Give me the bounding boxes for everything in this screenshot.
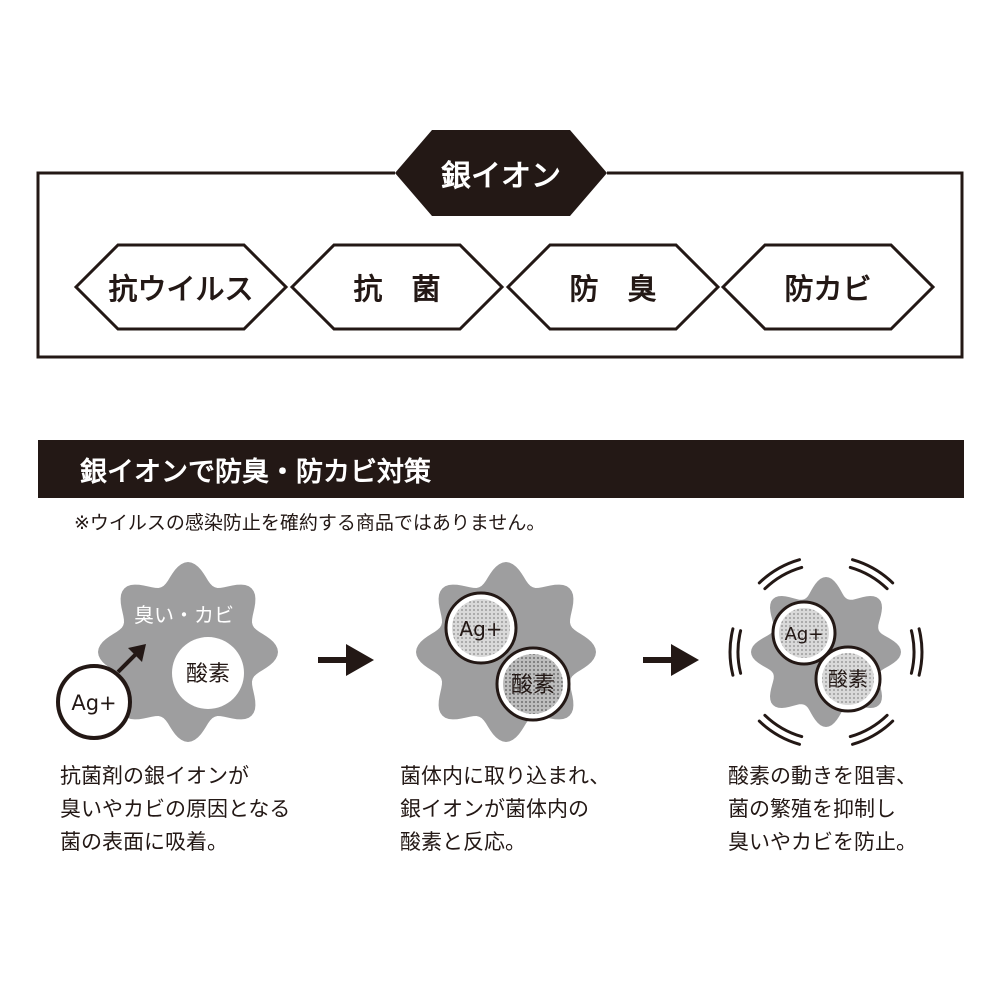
caption-line: 酸素の動きを阻害、 (728, 764, 917, 788)
diagram-title: 銀イオン (441, 159, 561, 194)
feature-hexagon-antivirus (73, 243, 289, 331)
silver-ion-label: Ag+ (71, 691, 116, 715)
step-2-caption: 菌体内に取り込まれ、 銀イオンが菌体内の 酸素と反応。 (400, 760, 610, 859)
title-hexagon (395, 130, 607, 216)
oxygen-label: 酸素 (511, 673, 555, 698)
caption-line: 菌の表面に吸着。 (60, 830, 228, 854)
oxygen-label: 酸素 (186, 662, 230, 687)
step-1-caption: 抗菌剤の銀イオンが 臭いやカビの原因となる 菌の表面に吸着。 (60, 760, 290, 859)
feature-hexagon-antimold (720, 243, 936, 331)
step-3-caption: 酸素の動きを阻害、 菌の繁殖を抑制し 臭いやカビを防止。 (728, 760, 917, 859)
oxygen-fill (503, 654, 563, 714)
step-2: Ag+ 酸素 (416, 562, 596, 742)
frame-border (36, 171, 964, 359)
vibration-marks-icon (728, 558, 924, 746)
vibration-arc (848, 565, 889, 591)
caption-line: 菌体内に取り込まれ、 (400, 764, 611, 788)
silver-ion-diagram: 銀イオン 抗ウイルス 抗 菌 防 臭 防カビ (0, 0, 1000, 400)
vibration-arc (757, 719, 801, 746)
vibration-arc (848, 713, 889, 739)
attach-arrow-shaft (116, 652, 138, 674)
target-label: 臭い・カビ (134, 603, 234, 627)
vibration-arc (728, 627, 735, 677)
silver-ion-label: Ag+ (785, 624, 824, 645)
vibration-arc (917, 627, 924, 677)
caption-line: 酸素と反応。 (400, 830, 526, 854)
step-1: 臭い・カビ 酸素 Ag+ (56, 562, 278, 742)
step-3: Ag+ 酸素 (728, 558, 924, 746)
caption-line: 銀イオンが菌体内の (400, 797, 589, 821)
caption-line: 菌の繁殖を抑制し (728, 797, 896, 821)
arrow-right-icon (318, 644, 374, 676)
caption-line: 抗菌剤の銀イオンが (60, 764, 249, 788)
silver-ion-label: Ag+ (459, 617, 502, 641)
section-title: 銀イオンで防臭・防カビ対策 (80, 456, 431, 488)
vibration-arc (851, 558, 895, 585)
arrow-right-icon (643, 644, 699, 676)
feature-label-antimold: 防カビ (784, 272, 872, 306)
vibration-arc (757, 558, 801, 585)
silver-ion-circle (56, 664, 132, 740)
mechanism-steps: 臭い・カビ 酸素 Ag+ Ag+ 酸素 Ag+ 酸素 (56, 558, 924, 746)
silver-ion-fill (452, 599, 510, 657)
oxygen-label: 酸素 (828, 667, 868, 691)
vibration-arc (763, 565, 804, 591)
oxygen-circle (172, 637, 244, 709)
vibration-arc (851, 719, 895, 746)
vibration-arc (736, 629, 743, 675)
feature-hexagon-deodorant (505, 243, 721, 331)
vibration-arc (763, 713, 804, 739)
section-header-band: 銀イオンで防臭・防カビ対策 (38, 440, 964, 498)
feature-label-antivirus: 抗ウイルス (108, 272, 254, 306)
caption-line: 臭いやカビの原因となる (60, 797, 291, 821)
oxygen-fill (822, 653, 874, 705)
feature-hexagon-antibacterial (289, 243, 505, 331)
attach-arrow-head (128, 644, 146, 662)
feature-label-deodorant: 防 臭 (569, 272, 657, 306)
vibration-arc (909, 629, 916, 675)
disclaimer-note: ※ウイルスの感染防止を確約する商品ではありません。 (74, 512, 546, 534)
feature-label-antibacterial: 抗 菌 (353, 272, 441, 306)
silver-ion-fill (779, 608, 829, 658)
caption-line: 臭いやカビを防止。 (728, 830, 917, 854)
diagram-frame (36, 130, 964, 359)
